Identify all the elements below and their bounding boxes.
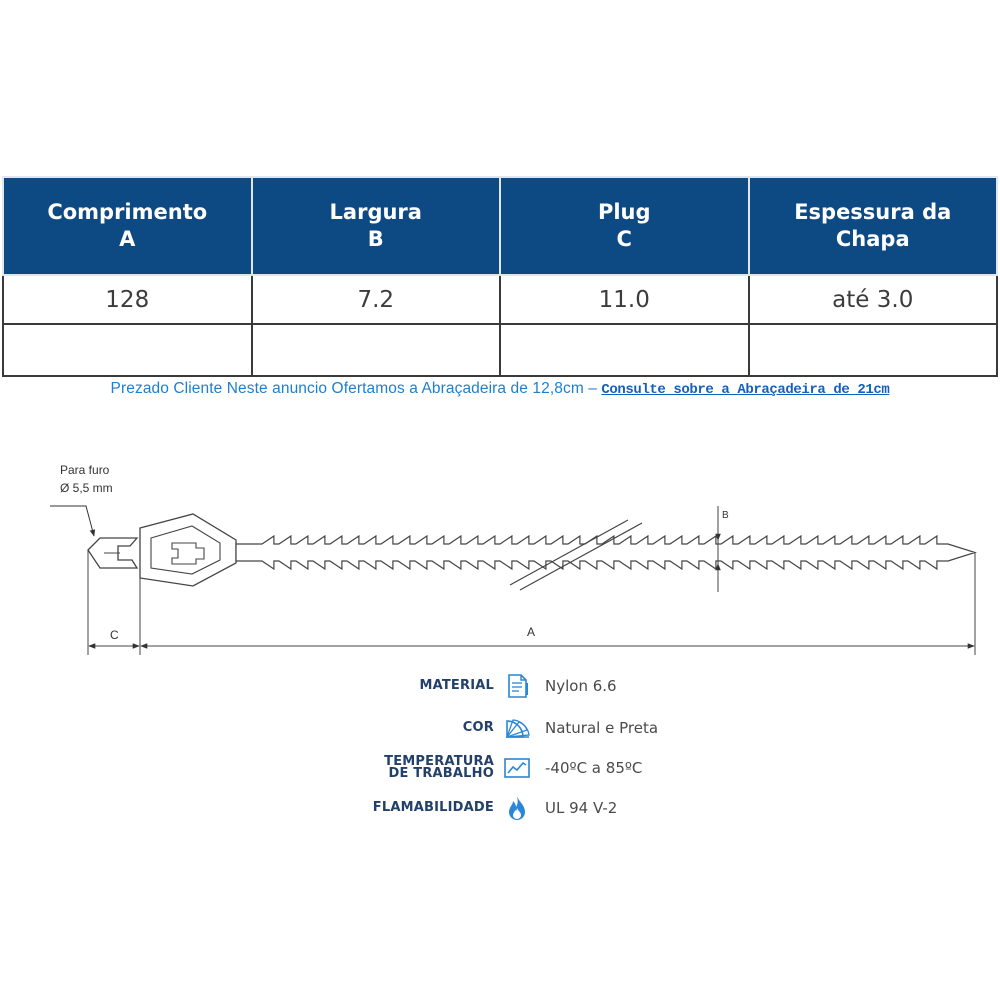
blank-cell (747, 323, 998, 377)
notice-line: Prezado Cliente Neste anuncio Ofertamos … (0, 380, 1000, 398)
consult-21cm-link[interactable]: Consulte sobre a Abraçadeira de 21cm (601, 382, 890, 398)
header-thickness-subtitle: Chapa (835, 227, 910, 251)
header-plug: Plug C (499, 176, 750, 276)
dim-a-label: A (527, 625, 535, 639)
cable-tie-drawing: Para furo Ø 5,5 mm B C A (50, 463, 977, 655)
table-header-row: Comprimento A Largura B Plug C Espessura… (2, 176, 998, 276)
property-label: MATERIAL (419, 678, 494, 693)
header-plug-title: Plug (597, 200, 651, 224)
cell-width: 7.2 (250, 274, 501, 325)
flame-icon (509, 796, 525, 820)
property-value: -40ºC a 85ºC (545, 759, 643, 777)
chart-line-icon (504, 758, 530, 778)
break-mark-2 (519, 522, 643, 591)
table-row: 128 7.2 11.0 até 3.0 (2, 274, 998, 325)
spec-table: Comprimento A Largura B Plug C Espessura… (2, 176, 998, 377)
property-flammability: FLAMABILIDADE UL 94 V-2 (300, 790, 720, 826)
property-value: Nylon 6.6 (545, 677, 617, 695)
property-material: MATERIAL Nylon 6.6 (300, 668, 720, 704)
tie-strap (235, 534, 977, 571)
header-thickness-title: Espessura da (794, 200, 952, 224)
head-inner (150, 525, 221, 575)
header-width-letter: B (367, 227, 384, 251)
table-row-blank (2, 323, 998, 377)
cell-thickness: até 3.0 (747, 274, 998, 325)
header-thickness: Espessura da Chapa (747, 176, 998, 276)
blank-cell (2, 323, 253, 377)
cell-plug: 11.0 (499, 274, 750, 325)
head-lock (171, 542, 205, 565)
hole-label-line1: Para furo (60, 463, 110, 477)
property-label: FLAMABILIDADE (372, 800, 494, 815)
header-plug-letter: C (616, 227, 632, 251)
color-swatch-icon (505, 719, 530, 739)
property-color: COR Natural e Preta (300, 710, 720, 746)
dim-b-label: B (722, 510, 729, 521)
header-width: Largura B (250, 176, 501, 276)
break-mark-1 (509, 519, 629, 586)
header-width-title: Largura (329, 200, 422, 224)
property-value: Natural e Preta (545, 719, 659, 737)
header-length: Comprimento A (2, 176, 253, 276)
blank-cell (499, 323, 750, 377)
header-length-title: Comprimento (47, 200, 208, 224)
cell-length: 128 (2, 274, 253, 325)
document-icon (508, 674, 528, 698)
property-label: COR (462, 720, 494, 735)
dim-c-label: C (110, 628, 119, 642)
property-value: UL 94 V-2 (545, 799, 618, 817)
hole-leader (50, 505, 96, 537)
notice-text: Prezado Cliente Neste anuncio Ofertamos … (110, 380, 602, 397)
hole-label-line2: Ø 5,5 mm (60, 481, 113, 495)
blank-cell (250, 323, 501, 377)
header-length-letter: A (119, 227, 136, 251)
tie-head (139, 513, 237, 587)
